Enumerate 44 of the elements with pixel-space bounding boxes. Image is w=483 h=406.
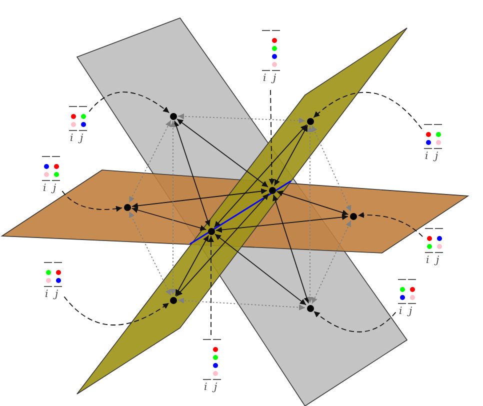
arrow [214, 234, 306, 306]
index-label: i [399, 306, 402, 318]
arrow [174, 234, 210, 296]
index-label: i [70, 133, 74, 145]
index-label: j [436, 255, 440, 267]
arrow [358, 212, 424, 238]
index-label: i [425, 151, 428, 163]
arrow [128, 120, 172, 203]
arrow [174, 120, 210, 227]
arrow [208, 236, 214, 336]
arrow [170, 120, 176, 296]
arrow [131, 207, 207, 231]
arrow [178, 298, 306, 310]
arrow [62, 190, 123, 212]
index-label: i [45, 289, 48, 301]
index-label: j [214, 382, 218, 394]
arrow [176, 118, 268, 188]
index-label: j [55, 289, 58, 301]
index-label: j [273, 73, 276, 85]
index-label: j [435, 151, 438, 163]
arrow [132, 188, 268, 209]
arrow [272, 194, 310, 304]
index-label: i [263, 73, 266, 85]
arrow [312, 220, 352, 304]
arrow [307, 126, 313, 304]
arrow [88, 92, 170, 114]
arrow [64, 296, 170, 326]
index-label: i [426, 255, 430, 267]
index-label: j [80, 133, 84, 145]
arrow [178, 113, 306, 124]
arrow [312, 125, 352, 212]
index-label: j [53, 183, 56, 195]
index-label: i [43, 183, 46, 195]
arrow [313, 92, 422, 130]
arrow [214, 124, 308, 228]
arrow [176, 193, 270, 297]
arrow [216, 214, 348, 233]
arrow [128, 211, 172, 296]
index-label: i [204, 382, 208, 394]
arrow [313, 310, 396, 332]
index-label: j [409, 306, 412, 318]
arrow [276, 190, 349, 216]
arrow [274, 124, 308, 186]
arrow [268, 90, 275, 186]
